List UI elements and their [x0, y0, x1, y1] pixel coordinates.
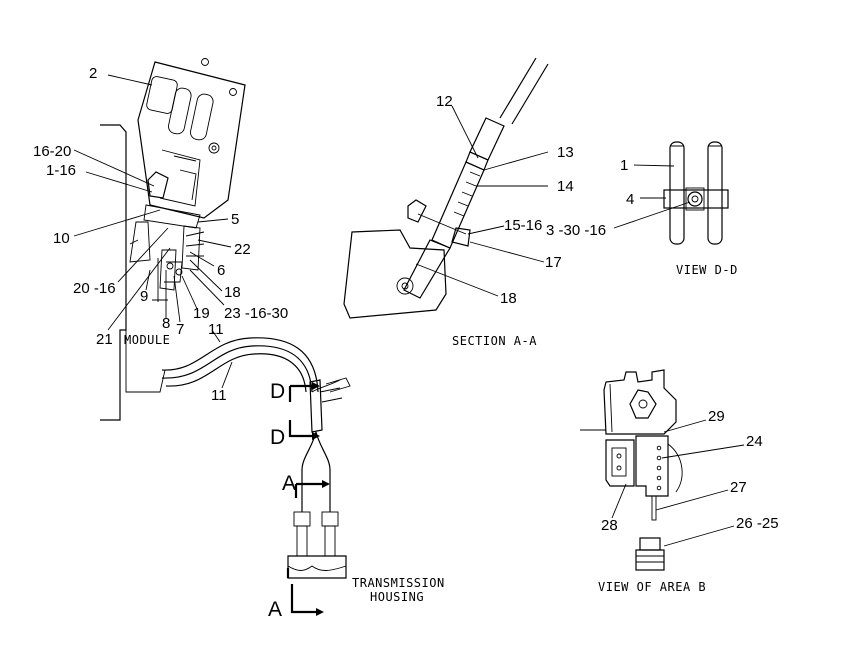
caption-module: MODULE	[124, 333, 170, 347]
section-mark-d-bottom: D	[270, 426, 285, 449]
callout-18-left: 18	[224, 284, 241, 301]
section-mark-a-top: A	[282, 472, 296, 495]
callout-28: 28	[601, 517, 618, 534]
caption-view-dd: VIEW D-D	[676, 263, 738, 277]
callout-23-16-30: 23 -16-30	[224, 305, 288, 322]
callout-26-25: 26 -25	[736, 515, 779, 532]
callout-17: 17	[545, 254, 562, 271]
callout-5: 5	[231, 211, 239, 228]
callout-7: 7	[176, 321, 184, 338]
harness-to-housing	[286, 377, 351, 616]
callout-9: 9	[140, 288, 148, 305]
caption-section-aa: SECTION A-A	[452, 334, 537, 348]
callout-15-16: 15-16	[504, 217, 542, 234]
view-dd-drawing	[663, 141, 729, 245]
module-assembly	[100, 58, 341, 421]
view-dd-leader-lines	[613, 164, 691, 229]
callout-1-dd: 1	[620, 157, 628, 174]
callout-10: 10	[53, 230, 70, 247]
caption-view-area-b: VIEW OF AREA B	[598, 580, 706, 594]
callout-4: 4	[626, 191, 634, 208]
callout-11-top: 11	[208, 321, 224, 338]
callout-3-30-16: 3 -30 -16	[546, 222, 606, 239]
callout-22: 22	[234, 241, 251, 258]
callout-29: 29	[708, 408, 725, 425]
section-aa-leader-lines	[415, 105, 549, 297]
callout-13: 13	[557, 144, 574, 161]
callout-19: 19	[193, 305, 210, 322]
left-leader-lines	[73, 74, 233, 389]
callout-24: 24	[746, 433, 763, 450]
callout-27: 27	[730, 479, 747, 496]
view-area-b-drawing	[580, 369, 683, 571]
section-mark-a-bottom: A	[268, 598, 282, 621]
callout-8: 8	[162, 315, 170, 332]
caption-housing: HOUSING	[370, 590, 424, 604]
callout-16-20: 16-20	[33, 143, 71, 160]
callout-2: 2	[89, 65, 97, 82]
callout-1-16: 1-16	[46, 162, 76, 179]
callout-14: 14	[557, 178, 574, 195]
callout-11-bottom: 11	[211, 387, 227, 404]
callout-12: 12	[436, 93, 453, 110]
callout-18-section: 18	[500, 290, 517, 307]
caption-transmission: TRANSMISSION	[352, 576, 445, 590]
callout-6: 6	[217, 262, 225, 279]
section-mark-d-top: D	[270, 380, 285, 403]
callout-20-16: 20 -16	[73, 280, 116, 297]
callout-21: 21	[96, 331, 113, 348]
view-area-b-leader-lines	[611, 419, 745, 547]
